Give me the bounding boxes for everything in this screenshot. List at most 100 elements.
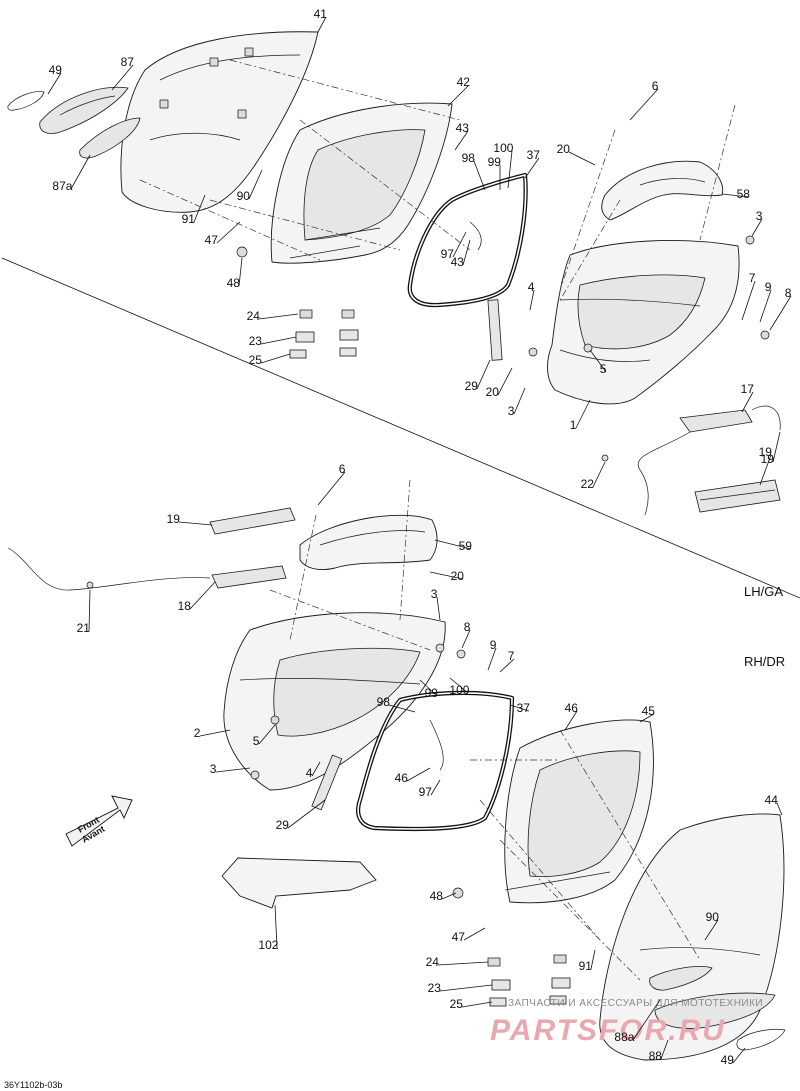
part-58-lid [601,160,724,221]
callout-59: 59 [459,539,473,553]
callout-100: 100 [449,683,469,697]
callout-7: 7 [508,649,515,663]
callout-leader-49 [732,1047,746,1064]
callout-leader-58 [721,193,750,198]
callout-leader-5 [589,349,607,373]
callout-5: 5 [600,362,607,376]
part-41-outer-cover [120,31,319,213]
part-49-gasket [7,91,45,111]
callout-20: 20 [557,142,571,156]
callout-leader-19 [772,431,781,463]
callout-leader-3 [436,596,441,621]
part-88-reflector [654,992,776,1029]
assembly-divider-line [1,257,800,599]
callout-leader-48 [441,892,457,900]
callout-3: 3 [210,762,217,776]
callout-3: 3 [508,404,515,418]
callout-46: 46 [565,701,579,715]
callout-49: 49 [721,1053,735,1067]
callout-leader-23 [260,336,297,345]
callout-20: 20 [451,569,465,583]
callout-22: 22 [581,477,595,491]
callout-leader-46 [564,710,578,731]
callout-leader-1 [575,399,591,429]
callout-leader-2 [199,729,231,737]
callout-leader-97 [430,779,441,796]
part-18-latch [211,565,287,589]
callout-leader-8 [461,629,471,649]
callout-25: 25 [450,997,464,1011]
callout-90: 90 [237,189,251,203]
callout-leader-45 [639,713,655,723]
callout-3: 3 [756,209,763,223]
callout-17: 17 [741,382,755,396]
part-102-mat [221,857,377,909]
callout-42: 42 [457,75,471,89]
callout-91: 91 [182,212,196,226]
callout-leader-24 [258,313,299,320]
callout-leader-97 [452,231,467,258]
watermark-line-1: ЗАПЧАСТИ И АКСЕССУАРЫ ДЛЯ МОТОТЕХНИКИ [508,998,763,1009]
callout-leader-19 [759,454,772,486]
callout-leader-20 [497,367,513,396]
callout-leader-90 [248,169,263,200]
callout-9: 9 [490,638,497,652]
callout-19: 19 [167,512,181,526]
callout-47: 47 [452,930,466,944]
callout-3: 3 [431,587,438,601]
callout-leader-3 [215,767,251,773]
callout-leader-24 [437,961,489,966]
part-19-handle [694,479,781,513]
callout-23: 23 [249,334,263,348]
callout-leader-41 [317,16,327,33]
callout-leader-4 [311,761,321,777]
callout-leader-43 [454,130,469,151]
callout-47: 47 [205,233,219,247]
part-29-strut [487,299,503,361]
callout-5: 5 [253,734,260,748]
callout-6: 6 [339,462,346,476]
callout-leader-37 [509,704,530,712]
part-17-latch [679,409,753,433]
callout-20: 20 [486,385,500,399]
drawing-code: 36Y1102b-03b [4,1080,62,1090]
callout-leader-5 [258,724,276,745]
watermark-line-2: PARTSFOR.RU [490,1014,726,1047]
callout-leader-100 [507,150,513,189]
callout-leader-18 [189,581,216,610]
callout-44: 44 [765,793,779,807]
callout-87: 87 [121,55,135,69]
callout-24: 24 [426,955,440,969]
callout-2: 2 [194,726,201,740]
callout-leader-3 [751,218,763,237]
callout-leader-46 [406,767,431,782]
callout-leader-59 [434,539,472,550]
callout-7: 7 [749,271,756,285]
callout-leader-9 [759,289,772,323]
callout-leader-98 [473,160,486,191]
callout-leader-25 [461,1001,493,1008]
callout-4: 4 [306,766,313,780]
callout-49: 49 [49,63,63,77]
callout-leader-9 [487,647,497,671]
callout-100: 100 [493,141,513,155]
callout-leader-87 [111,64,134,91]
callout-41: 41 [314,7,328,21]
callout-18: 18 [178,599,192,613]
part-59-lid [299,514,438,571]
callout-99: 99 [488,155,502,169]
callout-leader-37 [524,157,540,179]
callout-87a: 87a [52,179,72,193]
callout-leader-49 [47,72,62,95]
callout-46: 46 [395,771,409,785]
callout-6: 6 [652,79,659,93]
part-87a-inner-panel [79,117,141,159]
callout-leader-87a [70,154,91,190]
callout-leader-21 [88,589,91,632]
part-49-gasket-lower [736,1028,786,1051]
side-label-rh: RH/DR [744,654,785,669]
callout-1: 1 [570,418,577,432]
